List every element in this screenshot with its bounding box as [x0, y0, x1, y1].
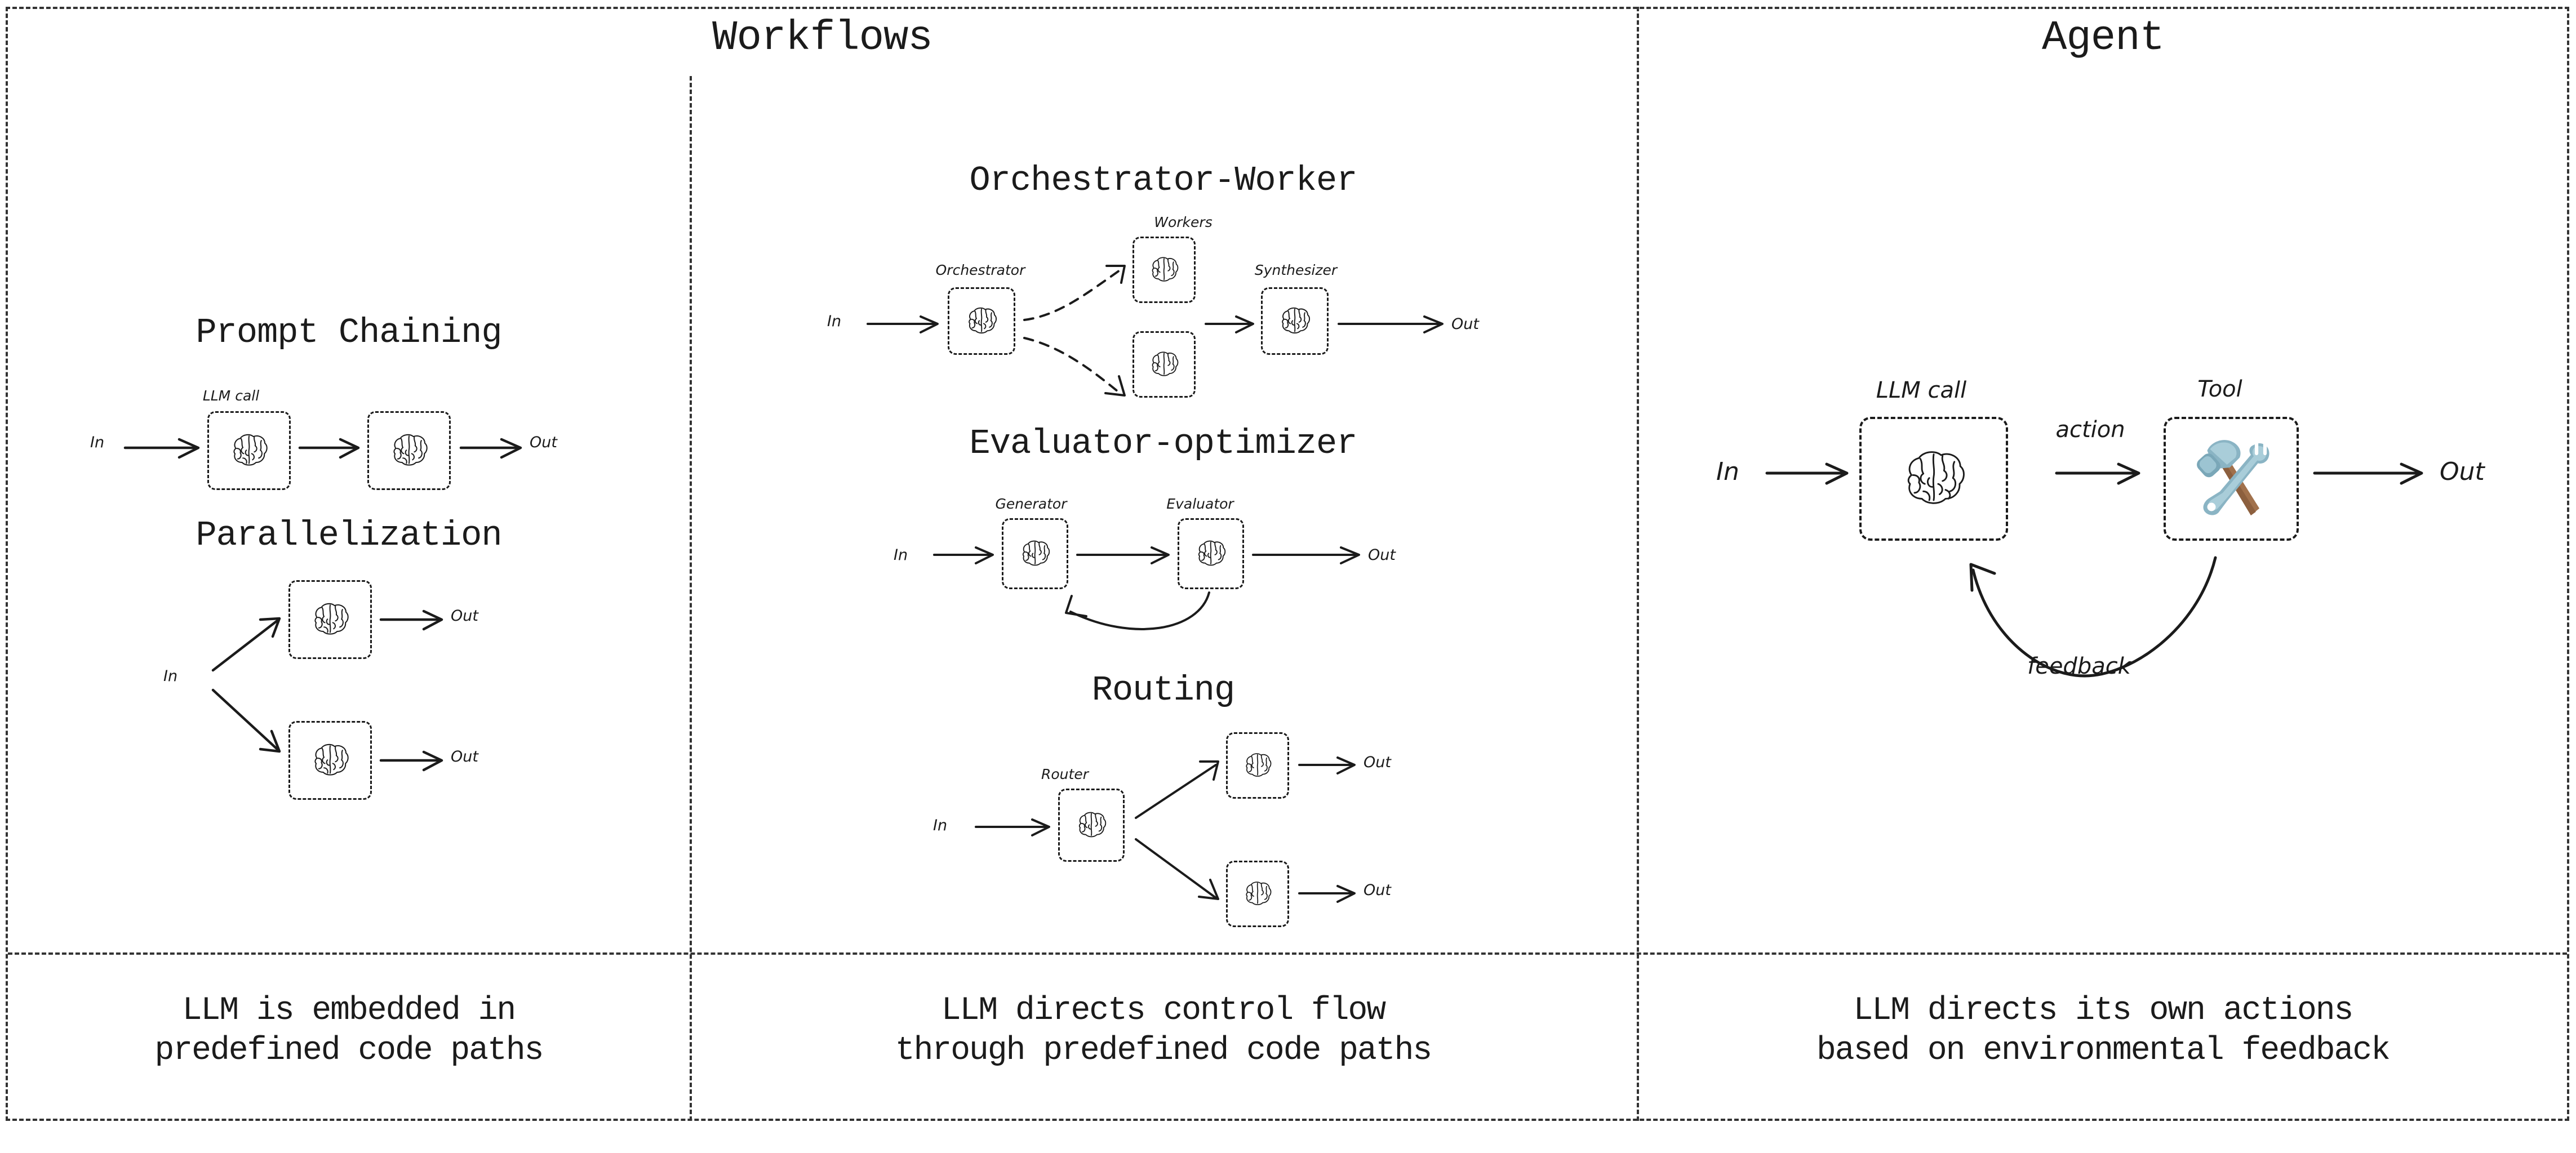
brain-icon: [1246, 882, 1272, 905]
node-parallel-branch-1: [288, 580, 372, 659]
node-generator: [1002, 518, 1068, 589]
node-parallel-branch-2: [288, 721, 372, 800]
edge-label-feedback: feedback: [2027, 653, 2131, 679]
node-worker-2: [1132, 331, 1196, 398]
output-label-parallelization-2: Out: [451, 748, 478, 765]
brain-icon: [393, 434, 428, 466]
input-label-evaluator-optimizer: In: [894, 546, 908, 564]
caption-col3-line2: based on environmental feedback: [1816, 1032, 2391, 1069]
node-label-tool: Tool: [2197, 376, 2242, 402]
input-label-routing: In: [933, 817, 948, 834]
brain-icon: [314, 744, 349, 776]
node-route-branch-1: [1226, 732, 1289, 799]
caption-col3-line1: LLM directs its own actions: [1853, 992, 2354, 1029]
node-llm-call-2: [367, 411, 451, 490]
output-label-routing-1: Out: [1363, 754, 1391, 771]
node-tool: [2164, 417, 2299, 541]
brain-icon: [1022, 540, 1050, 566]
section-title-routing: Routing: [1091, 670, 1235, 710]
hammer-and-wrench-icon: [2197, 440, 2269, 515]
node-label-generator: Generator: [995, 496, 1067, 512]
caption-column-3: LLM directs its own actions based on env…: [1639, 991, 2567, 1071]
input-label-prompt-chaining: In: [90, 434, 105, 451]
column-divider-1-2: [690, 76, 692, 1121]
brain-icon: [1078, 812, 1107, 838]
edge-label-action: action: [2055, 417, 2125, 443]
node-label-synthesizer: Synthesizer: [1254, 262, 1338, 278]
section-title-orchestrator-worker: Orchestrator-Worker: [969, 161, 1358, 201]
column-divider-2-3: [1637, 7, 1639, 1121]
node-worker-1: [1132, 237, 1196, 303]
caption-col2-line1: LLM directs control flow: [941, 992, 1386, 1029]
node-route-branch-2: [1226, 861, 1289, 927]
output-label-orchestrator-worker: Out: [1451, 315, 1479, 333]
brain-icon: [233, 434, 268, 466]
caption-col2-line2: through predefined code paths: [895, 1032, 1432, 1069]
input-label-orchestrator-worker: In: [827, 313, 842, 330]
node-router: [1058, 789, 1125, 862]
brain-icon: [969, 307, 997, 334]
brain-icon: [1246, 753, 1272, 777]
node-llm-call-1: [207, 411, 291, 490]
caption-row-divider: [8, 952, 2567, 955]
input-label-agent: In: [1716, 457, 1739, 486]
column-header-workflows: Workflows: [712, 15, 933, 62]
caption-col1-line2: predefined code paths: [154, 1032, 544, 1069]
section-title-evaluator-optimizer: Evaluator-optimizer: [969, 424, 1358, 464]
node-label-orchestrator: Orchestrator: [935, 262, 1025, 278]
caption-column-1: LLM is embedded in predefined code paths: [8, 991, 690, 1071]
diagram-frame: [6, 7, 2569, 1121]
brain-icon: [314, 603, 349, 635]
node-label-router: Router: [1041, 766, 1089, 782]
output-label-evaluator-optimizer: Out: [1368, 546, 1396, 564]
section-title-prompt-chaining: Prompt Chaining: [196, 313, 502, 353]
output-label-parallelization-1: Out: [451, 607, 478, 625]
output-label-prompt-chaining: Out: [530, 434, 557, 451]
node-label-agent-llm-call: LLM call: [1876, 377, 1967, 403]
caption-col1-line1: LLM is embedded in: [182, 992, 517, 1029]
caption-column-2: LLM directs control flow through predefi…: [692, 991, 1635, 1071]
node-evaluator: [1178, 518, 1244, 589]
brain-icon: [1152, 351, 1179, 376]
node-label-llm-call: LLM call: [202, 388, 260, 404]
node-orchestrator: [948, 287, 1015, 355]
column-header-agent: Agent: [2041, 15, 2165, 62]
brain-icon: [1907, 451, 1965, 504]
brain-icon: [1152, 257, 1179, 282]
node-synthesizer: [1261, 287, 1329, 355]
group-label-workers: Workers: [1154, 214, 1213, 230]
output-label-agent: Out: [2440, 457, 2485, 486]
brain-icon: [1198, 540, 1226, 566]
node-agent-llm-call: [1859, 417, 2008, 541]
input-label-parallelization: In: [163, 667, 178, 685]
output-label-routing-2: Out: [1363, 882, 1391, 899]
node-label-evaluator: Evaluator: [1166, 496, 1234, 512]
brain-icon: [1282, 307, 1311, 334]
section-title-parallelization: Parallelization: [196, 515, 502, 555]
